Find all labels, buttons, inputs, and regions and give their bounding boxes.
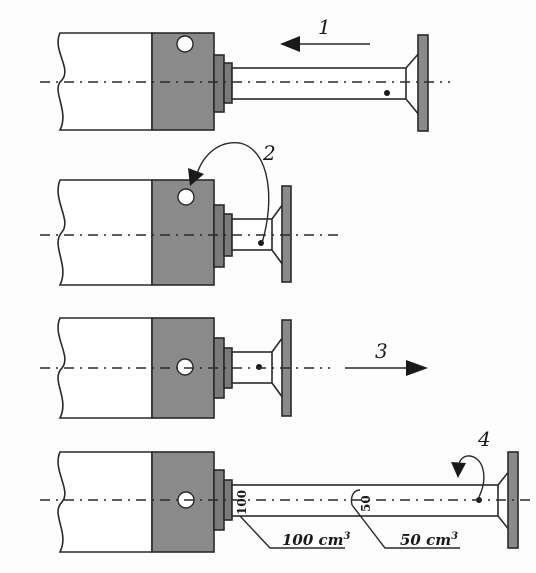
tick-100-label: 100 <box>235 490 249 515</box>
barrel-body <box>57 179 153 286</box>
plunger-tube <box>231 67 413 100</box>
arrow-3-head <box>406 360 428 376</box>
valve-hole <box>176 35 194 53</box>
plunger-head <box>281 185 292 283</box>
panel-2: 2 <box>40 141 340 286</box>
volume-50-label: 50 cm3 <box>400 531 458 549</box>
tick-50-label: 50 <box>359 495 373 512</box>
arrow-4-head <box>451 462 466 478</box>
barrel-body <box>57 451 153 553</box>
leader-50 <box>351 504 460 549</box>
valve-hole <box>176 358 194 376</box>
step-2-label: 2 <box>262 141 276 165</box>
marker-dot <box>384 90 390 96</box>
nozzle-step <box>213 54 225 113</box>
valve-hole <box>177 188 195 206</box>
step-3-label: 3 <box>375 339 388 363</box>
marker-dot <box>256 364 262 370</box>
volume-100-label: 100 cm3 <box>282 531 351 549</box>
step-1-label: 1 <box>318 15 331 39</box>
tick-50-arc <box>350 489 361 506</box>
nozzle-tip <box>223 62 233 104</box>
panel-4: 100 50 100 cm3 50 cm3 4 <box>40 427 530 553</box>
arrow-1-head <box>280 36 300 52</box>
panel-3: 3 <box>40 317 428 419</box>
arrow-2-head <box>188 168 204 186</box>
leader-100 <box>239 515 345 549</box>
step-4-label: 4 <box>477 427 491 451</box>
nozzle-step <box>213 204 225 268</box>
arrow-2-curve <box>195 142 270 244</box>
panel-1: 1 <box>40 15 450 132</box>
plunger-head <box>417 34 429 132</box>
